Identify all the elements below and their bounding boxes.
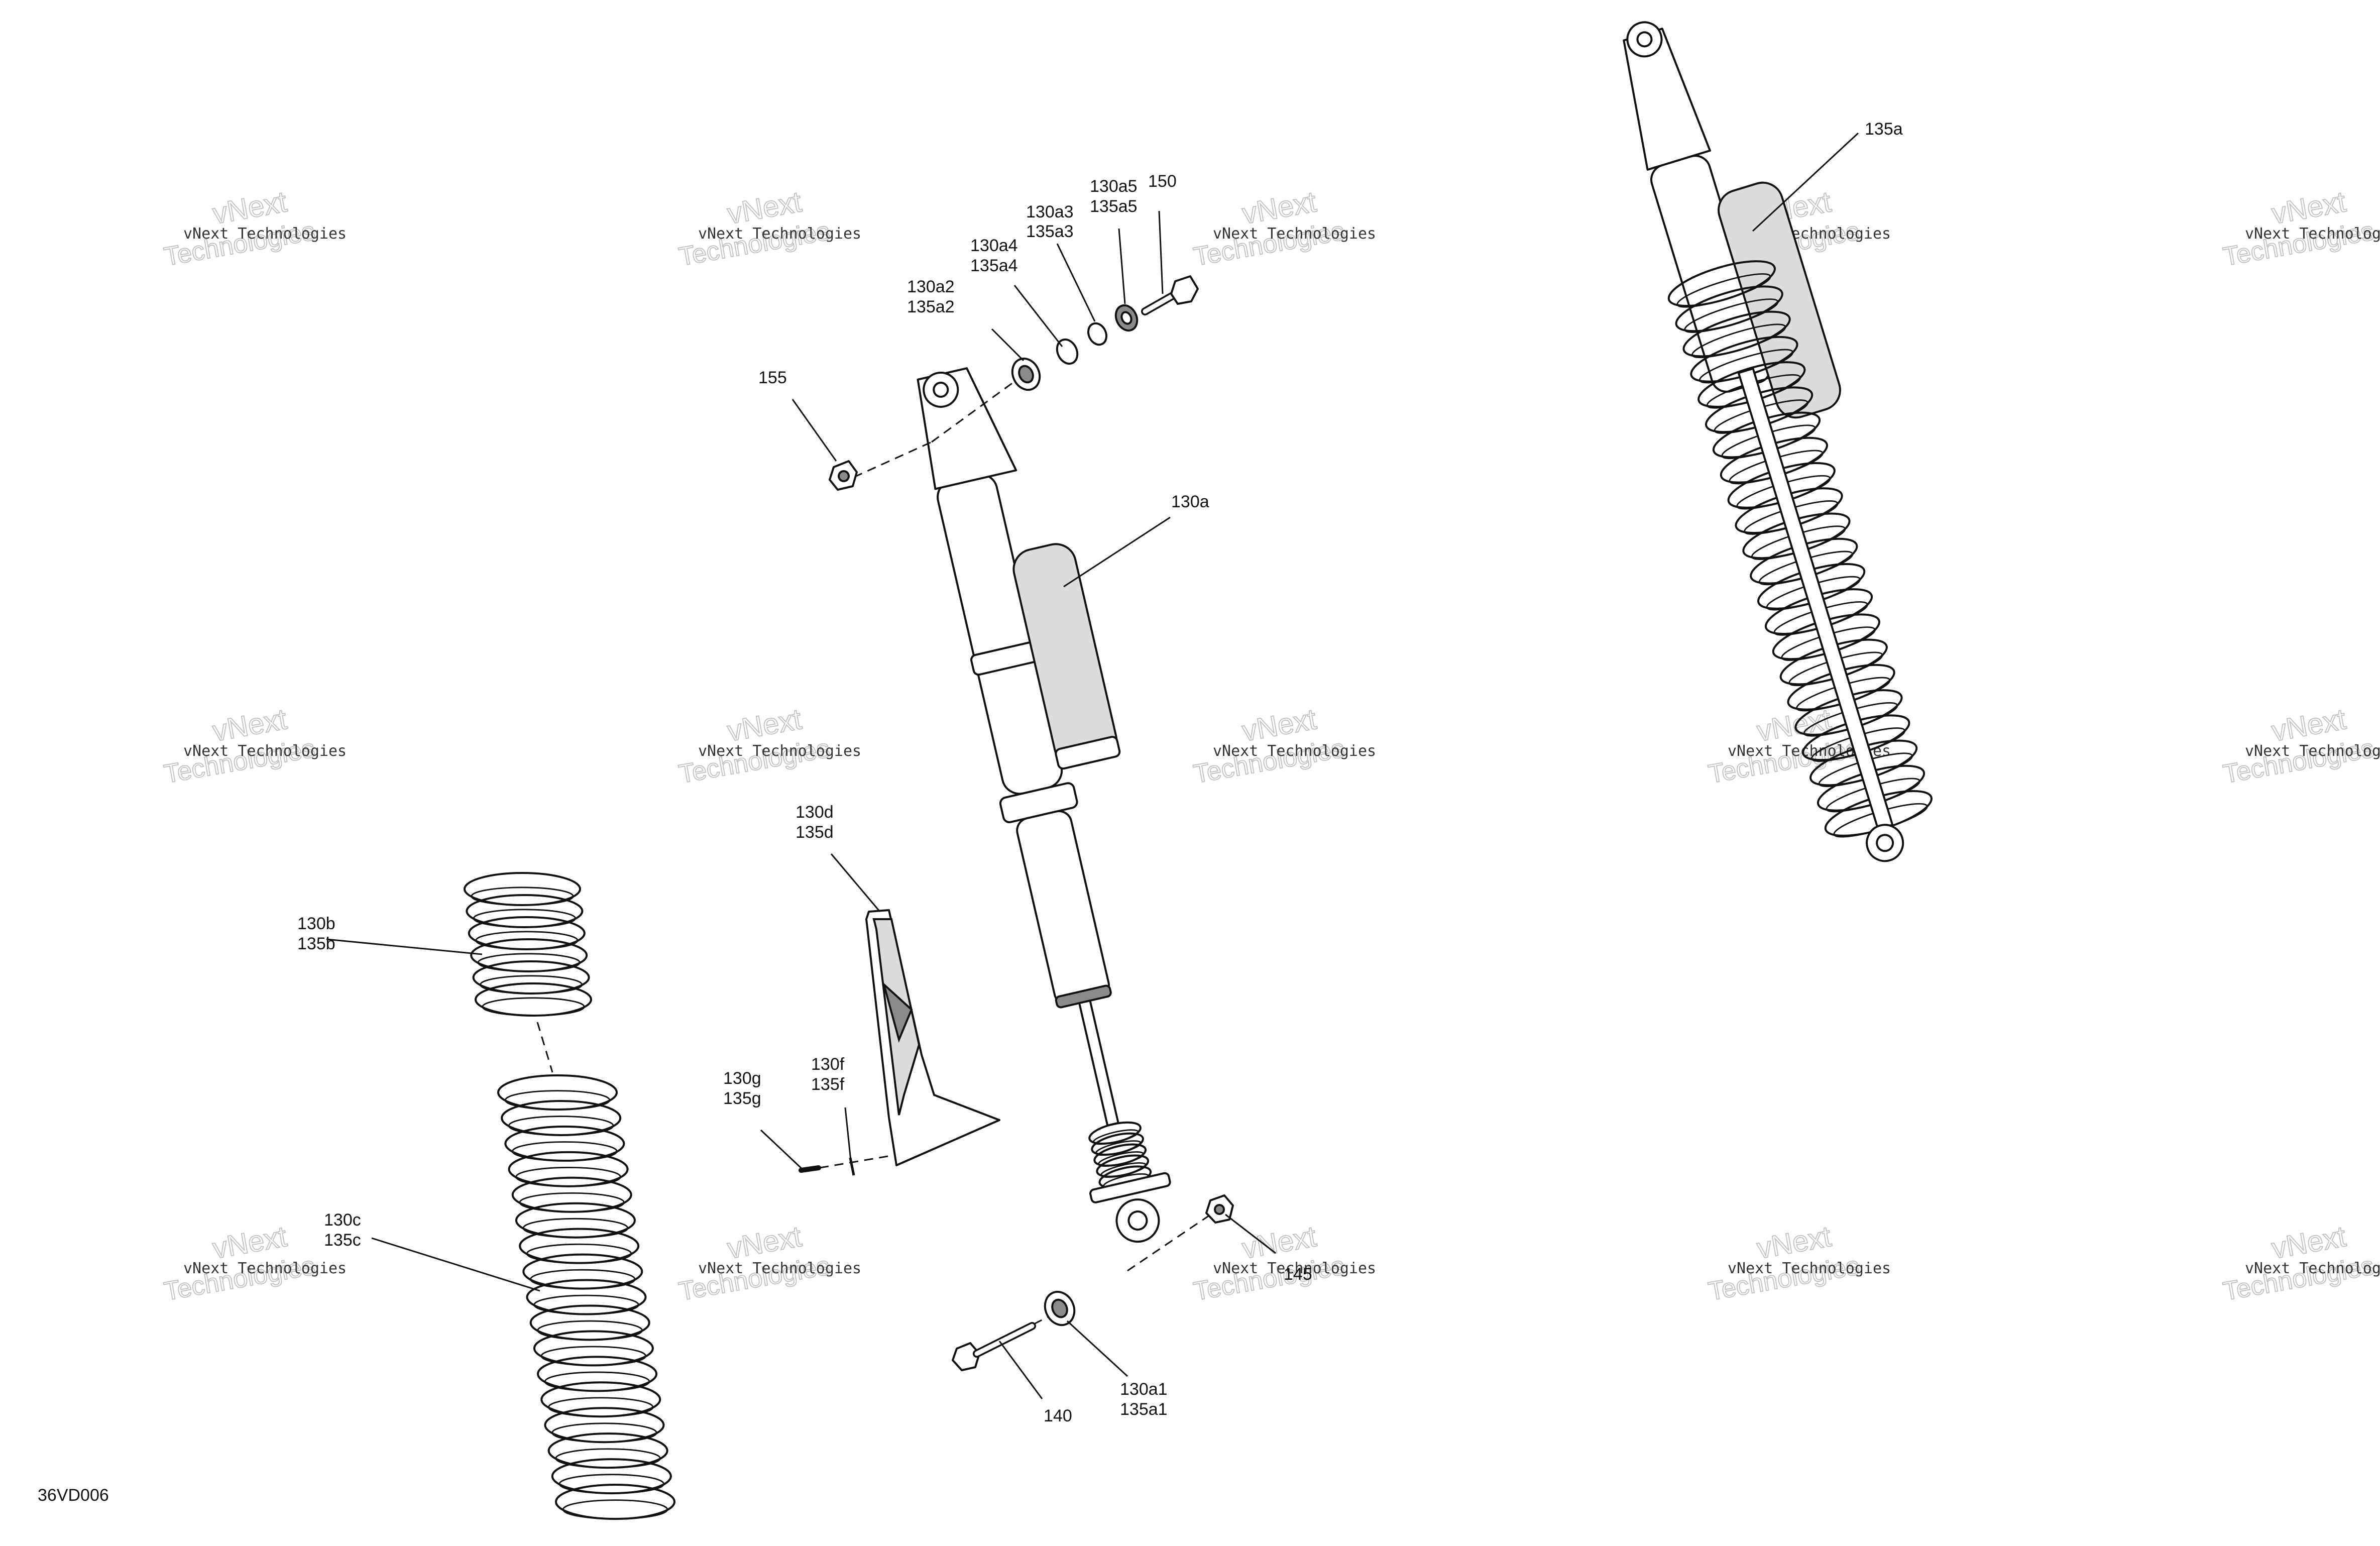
screw-130g [799,1165,821,1173]
watermark-small: vNext Technologies [1213,225,1376,243]
nut-155 [829,460,858,491]
shock-body-lower [1016,810,1110,1006]
callout-135a2: 135a2 [907,297,955,316]
callout-135a: 135a [1865,120,1903,139]
watermark-small: vNext Technologies [2245,225,2380,243]
spring-coil-inner [519,1192,625,1213]
spring-seat [1089,1172,1171,1203]
spring-coil-inner [540,1346,647,1366]
watermark-small: vNext Technologies [698,1260,861,1277]
callout-130a1: 130a1 [1120,1380,1168,1399]
spring-coil-inner [515,1167,621,1187]
watermark-small: vNext Technologies [2245,742,2380,760]
spring-coil-inner [537,1320,643,1341]
spring-130c [371,1074,675,1520]
callout-130d: 130d [796,803,834,822]
watermark-small: vNext Technologies [698,225,861,243]
watermark-small: vNext Technologies [183,1260,347,1277]
spring-coil-inner [1691,323,1786,359]
callout-135g: 135g [723,1089,761,1108]
watermark-small: vNext Technologies [183,742,347,760]
callout-130c: 130c [324,1210,361,1230]
assembled-shock-135a [1623,21,1933,862]
spring-coil-inner [522,1218,629,1239]
bushing-145 [1205,1194,1234,1224]
callout-140: 140 [1044,1406,1072,1425]
bushing-130a5 [1114,304,1139,332]
watermark-small: vNext Technologies [2245,1260,2380,1277]
callout-130a: 130a [1171,492,1209,511]
watermarks: vNext Technologies vNext Technologies vN… [161,185,2380,1307]
spring-coil-inner [555,1448,661,1469]
spring-coil-inner [475,931,579,950]
callout-130a3: 130a3 [1026,202,1074,222]
washer-130a3 [1087,322,1107,346]
callout-135f: 135f [811,1075,845,1094]
spring-coil-inner [1676,273,1771,308]
callout-130f: 130f [811,1055,845,1074]
bearing-130a1 [1044,1290,1076,1327]
bottom-hardware [952,1194,1276,1399]
callout-135a4: 135a4 [970,256,1018,275]
watermark: vNext Technologies [1191,185,1347,272]
spring-coil-inner [1684,298,1779,333]
watermark-small: vNext Technologies [183,225,347,243]
spring-coil-inner [504,1090,611,1111]
callout-135a5: 135a5 [1090,197,1138,216]
spring-coil [475,982,592,1017]
watermark-small: vNext Technologies [698,742,861,760]
spring-coil-inner [548,1397,654,1417]
spring-coil-inner [1100,1162,1147,1178]
spring-coil [555,1484,675,1520]
shaft-guard-130d [760,853,1000,1176]
spring-coil-inner [544,1371,650,1392]
spring-coil-inner [508,1116,614,1136]
spring-coil-inner [479,975,583,995]
callout-130a4: 130a4 [970,236,1018,255]
spring-coil-inner [512,1141,618,1162]
callout-130g: 130g [723,1069,761,1088]
drawing-code: 36VD006 [38,1486,109,1505]
bump-stop [1088,1121,1152,1189]
watermark-small: vNext Technologies [1213,1260,1376,1277]
callout-135b: 135b [297,934,335,953]
exploded-shock-130a [917,367,1171,1243]
spring-coil-inner [551,1422,657,1443]
top-hardware [791,210,1199,491]
spring-coil-inner [1097,1151,1145,1167]
watermark-small: vNext Technologies [1728,1260,1891,1277]
callout-135c: 135c [324,1231,361,1250]
spring-coil-inner [558,1474,665,1494]
bolt-150 [1141,275,1199,315]
clip-130f [849,1157,855,1176]
shock-top-mount [1623,28,1711,171]
callout-135d: 135d [796,823,834,842]
callout-135a3: 135a3 [1026,222,1074,241]
spring-coil-inner [562,1499,668,1520]
callout-135a1: 135a1 [1120,1400,1168,1419]
spring-coil-inner [1092,1129,1139,1145]
spring-coil-inner [473,909,577,928]
callout-145: 145 [1284,1265,1312,1284]
spring-coil-inner [471,887,574,906]
bearing-130a2 [1011,357,1041,391]
spring-130b [326,872,592,1017]
spring-coil-inner [533,1294,639,1315]
spring-coil-inner [482,997,585,1017]
callout-130a2: 130a2 [907,277,955,296]
callout-150: 150 [1148,172,1177,191]
spring-coil-inner [530,1269,636,1289]
watermark-small: vNext Technologies [1213,742,1376,760]
spring-coil-inner [1095,1140,1142,1156]
callout-155: 155 [758,368,787,387]
shock-shaft [1078,1000,1119,1127]
bolt-140 [952,1322,1036,1371]
spring-coil-inner [526,1243,632,1264]
callout-labels: 135a 150 130a5 135a5 130a3 135a3 130a4 1… [38,120,1903,1505]
spring-coil-inner [477,953,581,972]
callout-130b: 130b [297,914,335,933]
callout-130a5: 130a5 [1090,177,1138,196]
